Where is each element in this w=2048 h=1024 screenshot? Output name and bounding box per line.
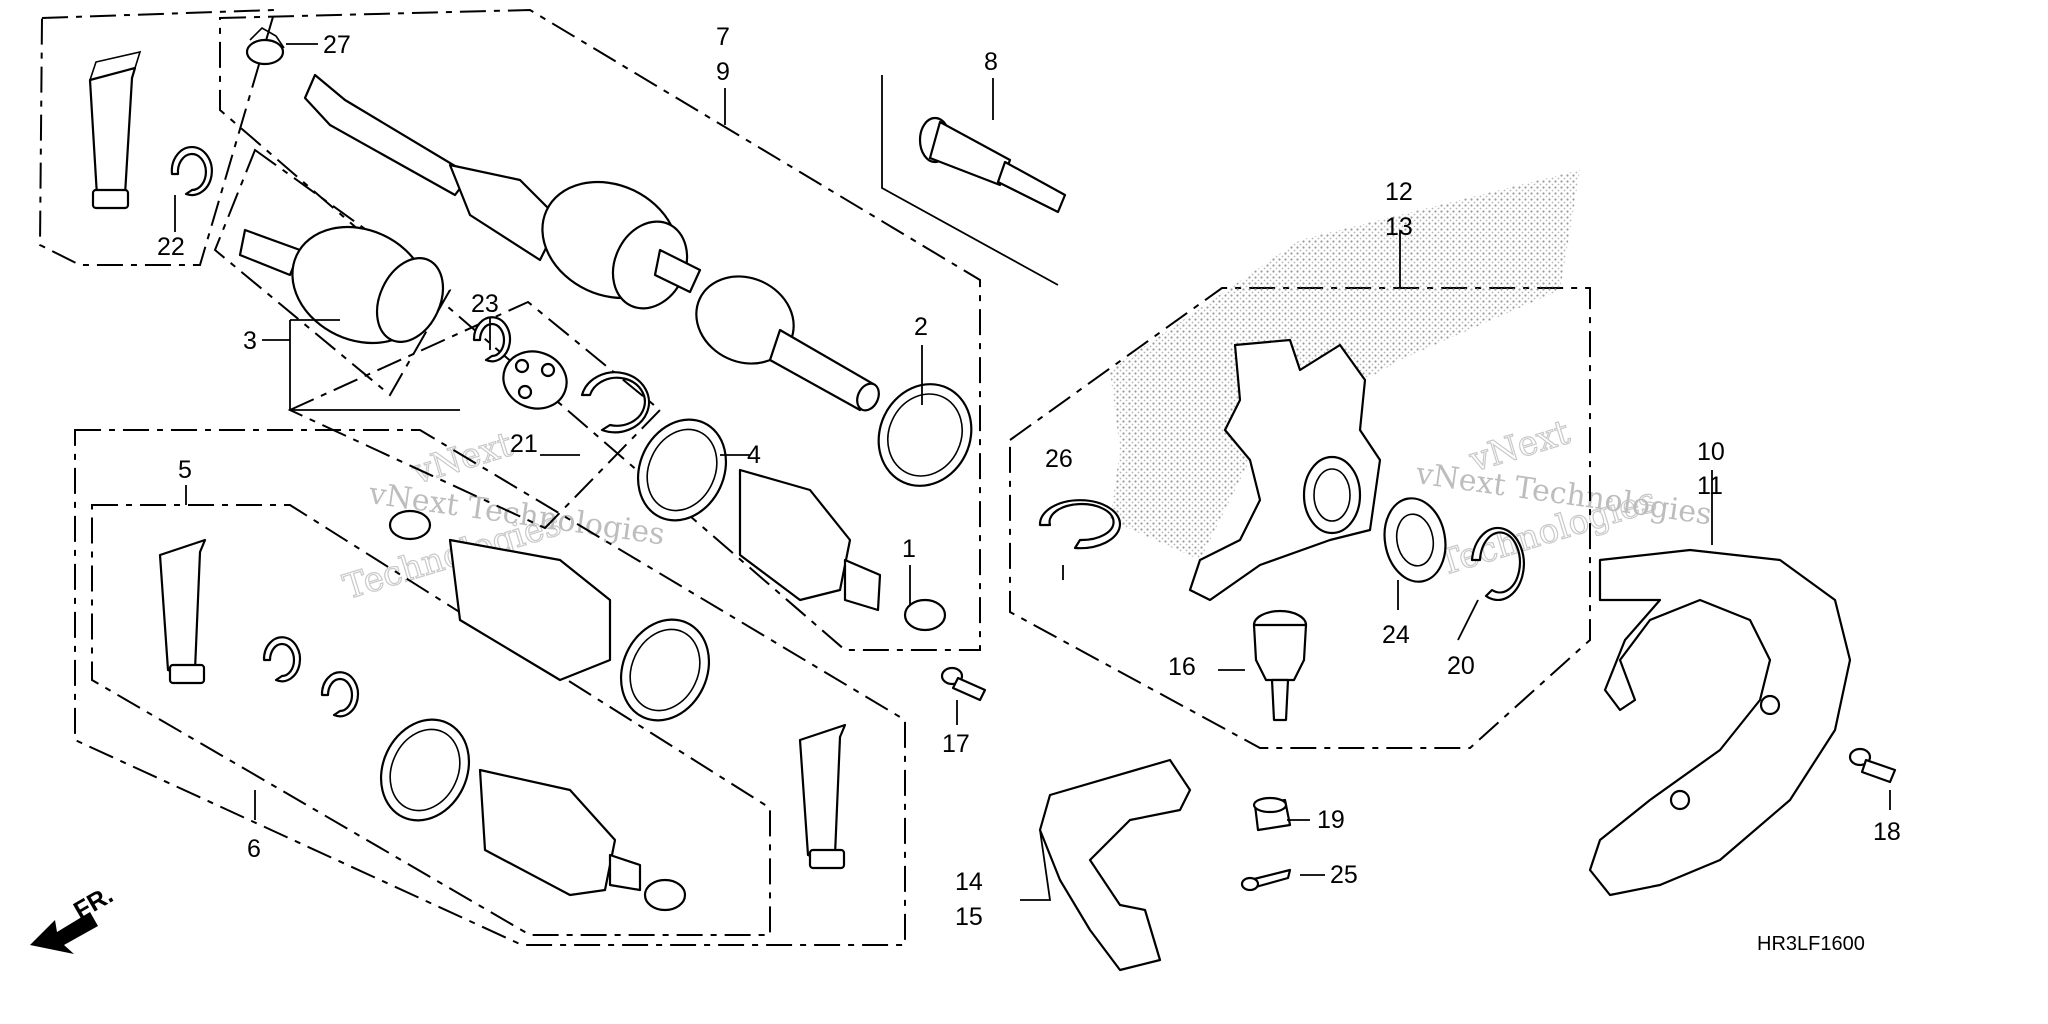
callout-19: 19: [1317, 806, 1345, 834]
callout-26: 26: [1045, 445, 1073, 473]
bearing-24: [1383, 497, 1447, 583]
bolt-17: [940, 666, 987, 702]
callout-12: 12: [1385, 178, 1413, 206]
svg-text:vNext: vNext: [407, 424, 517, 492]
boot-set-4: [636, 418, 882, 612]
callout-labels: 27 22 7 9 8 23 3 2 21 4 5 1 6 12 13 26 2…: [157, 23, 1901, 931]
knuckle-12-13: [1188, 338, 1382, 602]
bolt-18: [1848, 747, 1897, 784]
callout-7: 7: [716, 23, 730, 51]
callout-20: 20: [1447, 652, 1475, 680]
callout-11: 11: [1697, 472, 1723, 500]
callout-4: 4: [747, 441, 761, 469]
grease-tube-mid: [158, 538, 207, 685]
clamp-1: [903, 598, 947, 632]
inner-joint-3: [238, 225, 445, 345]
callout-1: 1: [902, 535, 916, 563]
callout-23: 23: [471, 290, 499, 318]
callout-8: 8: [984, 48, 998, 76]
group-box-boot-set: [91, 504, 771, 936]
cage-21: [502, 350, 568, 410]
skid-plate-14-15: [1038, 758, 1192, 972]
callout-9: 9: [716, 58, 730, 86]
callout-5: 5: [178, 456, 192, 484]
callout-13: 13: [1385, 213, 1413, 241]
snap-ring-a: [262, 636, 302, 683]
callout-10: 10: [1697, 438, 1725, 466]
callout-14: 14: [955, 868, 983, 896]
grease-tube-right: [798, 723, 847, 870]
group-box-shaft-assembly: [219, 8, 981, 651]
callout-24: 24: [1382, 621, 1410, 649]
castle-nut-19: [1252, 796, 1292, 832]
callout-16: 16: [1168, 653, 1196, 681]
callout-22: 22: [157, 233, 185, 261]
cotter-pin-25: [1240, 868, 1292, 892]
group-line-stub-axle: [881, 75, 1059, 286]
group-box-inner-set: [287, 300, 662, 530]
stub-axle-8: [918, 116, 1067, 214]
callout-21: 21: [510, 430, 538, 458]
group-box-grease-kit: [38, 8, 277, 266]
boot-upper: [388, 509, 711, 722]
callout-2: 2: [914, 313, 928, 341]
boot-lower: [379, 718, 687, 912]
callout-25: 25: [1330, 861, 1358, 889]
front-direction-label: FR.: [69, 881, 118, 925]
snap-ring-b: [320, 671, 360, 718]
snap-ring-22: [170, 145, 213, 197]
callout-18: 18: [1873, 818, 1901, 846]
snap-ring-20: [1470, 526, 1525, 601]
circlip-26: [1038, 499, 1122, 550]
brake-shield-10-11: [1588, 548, 1852, 897]
ball-joint-16: [1252, 609, 1308, 722]
snap-ring-23: [472, 316, 512, 363]
clamp-27: [245, 27, 285, 66]
circlip: [580, 371, 651, 434]
group-box-boot-kit: [74, 429, 906, 946]
callout-27: 27: [323, 31, 351, 59]
leader-lines: [174, 43, 1891, 901]
callout-6: 6: [247, 835, 261, 863]
diagram-code: HR3LF1600: [1757, 933, 1865, 955]
callout-15: 15: [955, 903, 983, 931]
clamp-2: [877, 383, 973, 487]
callout-17: 17: [942, 730, 970, 758]
callout-3: 3: [243, 327, 257, 355]
axle-shaft-assembly: [303, 73, 880, 412]
front-direction-arrow-icon: FR.: [30, 881, 118, 954]
grease-tube-top: [88, 50, 142, 210]
